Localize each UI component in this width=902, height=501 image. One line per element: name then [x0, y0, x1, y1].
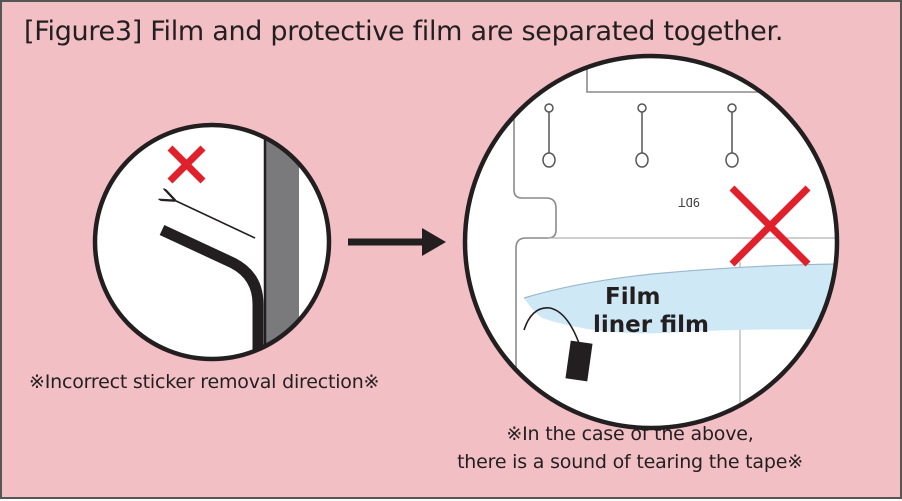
left-circle-outline: [92, 122, 332, 362]
right-caption-line2: there is a sound of tearing the tape※: [457, 451, 803, 473]
sticker-film: [159, 225, 264, 359]
film-liner-sheet: [524, 264, 837, 334]
right-arrow-icon: [348, 228, 446, 256]
right-caption: ※In the case of the above, there is a so…: [395, 420, 865, 476]
film-top-edge: [523, 263, 837, 299]
gray-strip: [265, 125, 299, 359]
part-mark: 9DT: [678, 195, 700, 209]
film-label: Film liner film: [593, 284, 709, 338]
film-curl: [523, 307, 581, 347]
tape-tab: [565, 340, 593, 382]
film-label-line2: liner film: [593, 312, 709, 338]
red-x-icon: [167, 145, 206, 184]
right-caption-line1: ※In the case of the above,: [506, 423, 754, 445]
figure-title: [Figure3] Film and protective film are s…: [24, 16, 784, 47]
left-closeup: [92, 122, 332, 362]
peel-direction-arrow: [174, 200, 256, 239]
film-label-line1: Film: [605, 284, 660, 310]
right-circle-outline: [462, 53, 840, 431]
slot-cutouts: [542, 103, 739, 168]
right-circle: [465, 56, 837, 428]
left-caption: ※Incorrect sticker removal direction※: [29, 371, 380, 393]
device-outline: [513, 62, 557, 428]
right-closeup: 9DT Film liner film: [462, 53, 840, 431]
large-red-x-icon: [729, 185, 811, 267]
